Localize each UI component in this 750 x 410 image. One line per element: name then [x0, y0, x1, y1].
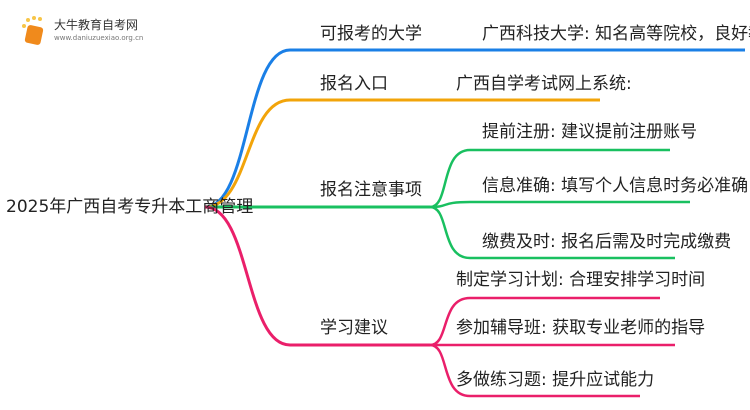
sub-line-3-2 — [429, 200, 690, 209]
leaf-study-1: 制定学习计划: 合理安排学习时间 — [456, 270, 706, 290]
root-node: 2025年广西自考专升本工商管理 — [6, 197, 254, 217]
leaf-notes-1: 提前注册: 建议提前注册账号 — [482, 122, 698, 142]
branch-line-2 — [204, 98, 600, 209]
logo-icon — [18, 14, 52, 52]
branch-line-4 — [204, 205, 430, 347]
leaf-study-3: 多做练习题: 提升应试能力 — [456, 370, 655, 390]
leaf-study-2: 参加辅导班: 获取专业老师的指导 — [456, 318, 706, 338]
sub-line-3-3 — [429, 205, 675, 260]
branch-notes: 报名注意事项 — [320, 180, 422, 200]
leaf-notes-3: 缴费及时: 报名后需及时完成缴费 — [482, 232, 732, 252]
sub-line-4-3 — [429, 343, 640, 398]
branch-study: 学习建议 — [320, 318, 388, 338]
leaf-entry: 广西自学考试网上系统: — [456, 74, 632, 94]
leaf-university: 广西科技大学: 知名高等院校，良好教学资源 — [482, 24, 750, 44]
branch-entry: 报名入口 — [320, 74, 388, 94]
logo-url: www.daniuzuexiao.org.cn — [54, 34, 144, 42]
logo-title: 大牛教育自考网 — [54, 18, 139, 32]
branch-university: 可报考的大学 — [320, 24, 422, 44]
sub-line-3-1 — [429, 148, 670, 209]
sub-line-4-1 — [429, 296, 660, 347]
leaf-notes-2: 信息准确: 填写个人信息时务必准确 — [482, 176, 749, 196]
branch-line-1 — [204, 48, 745, 209]
